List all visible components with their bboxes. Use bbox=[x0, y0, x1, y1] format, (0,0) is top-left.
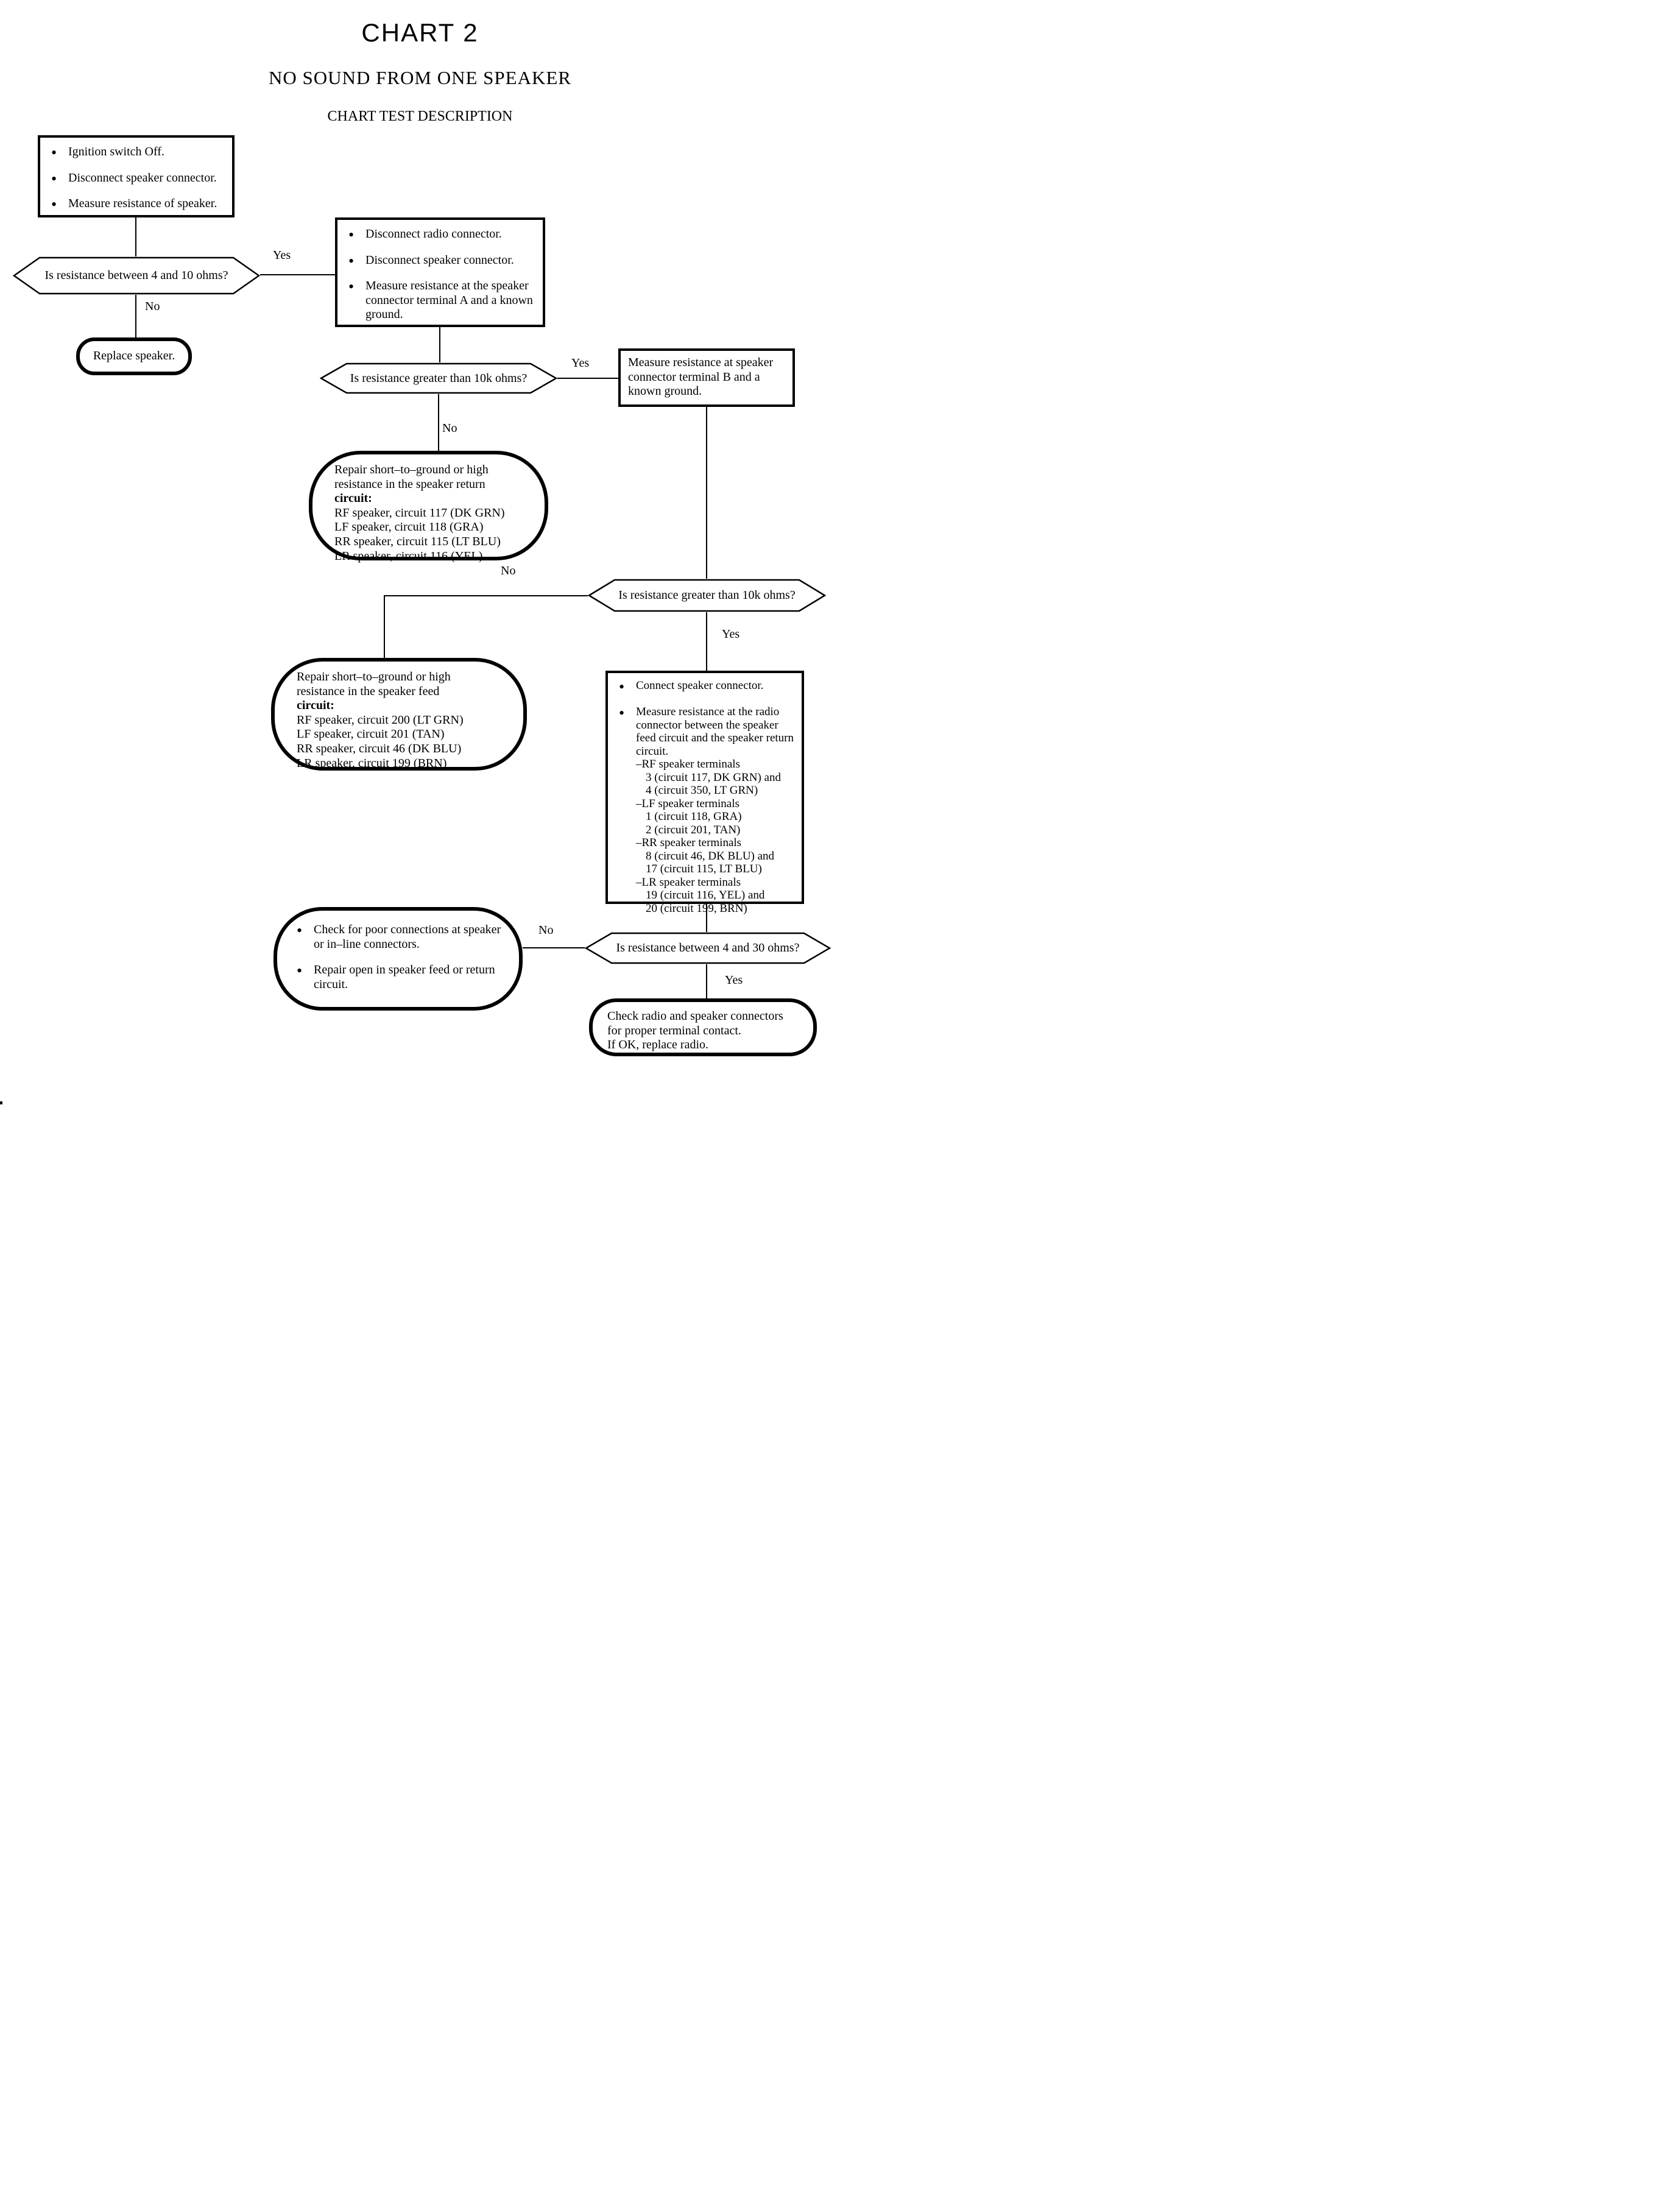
subline: 17 (circuit 115, LT BLU) bbox=[646, 863, 762, 876]
text-line: LF speaker, circuit 201 (TAN) bbox=[297, 727, 445, 741]
subline: –RF speaker terminals bbox=[636, 758, 740, 771]
text-line: RF speaker, circuit 200 (LT GRN) bbox=[297, 713, 464, 727]
text-line: If OK, replace radio. bbox=[607, 1038, 709, 1052]
label-no-q4: No bbox=[538, 923, 554, 937]
decision-resistance-4-30-ohms: Is resistance between 4 and 30 ohms? bbox=[585, 932, 831, 964]
decision-label: Is resistance greater than 10k ohms? bbox=[618, 588, 796, 602]
process-initial-steps: Ignition switch Off. Disconnect speaker c… bbox=[38, 135, 235, 217]
bullet-item: Measure resistance of speaker. bbox=[48, 196, 227, 214]
scan-artifact bbox=[0, 1101, 2, 1104]
bullet-item: Measure resistance at the radio connecto… bbox=[615, 704, 797, 915]
chart-test-description: CHART TEST DESCRIPTION bbox=[327, 108, 513, 124]
connector-q3-no-line-h bbox=[384, 595, 588, 596]
label-yes-q4: Yes bbox=[725, 973, 743, 987]
bullet-item: Check for poor connections at speaker or… bbox=[293, 922, 510, 951]
text-line: RF speaker, circuit 117 (DK GRN) bbox=[334, 506, 505, 520]
hexagon-shape bbox=[13, 256, 260, 295]
text-line: circuit: bbox=[334, 492, 372, 506]
decision-resistance-4-10-ohms: Is resistance between 4 and 10 ohms? bbox=[13, 256, 260, 295]
process-measure-terminal-b: Measure resistance at speaker connector … bbox=[618, 348, 795, 407]
bullet-item: Measure resistance at the speaker connec… bbox=[345, 278, 538, 322]
connector-q2-yes-line bbox=[557, 378, 618, 379]
page-title: CHART 2 bbox=[361, 18, 479, 47]
subline: 3 (circuit 117, DK GRN) and bbox=[646, 771, 781, 784]
text-line: LF speaker, circuit 118 (GRA) bbox=[334, 520, 484, 534]
connector-initial-to-q1 bbox=[135, 217, 136, 256]
hexagon-shape bbox=[588, 579, 826, 612]
subline: –RR speaker terminals bbox=[636, 836, 742, 850]
terminal-label: Replace speaker. bbox=[93, 349, 175, 363]
connector-q3-no-line-v bbox=[384, 595, 385, 658]
label-yes-q3: Yes bbox=[722, 627, 740, 641]
label-no-q1: No bbox=[145, 300, 160, 313]
connector-q1-no-line bbox=[135, 295, 136, 337]
terminal-check-connections: Check for poor connections at speaker or… bbox=[274, 907, 523, 1011]
subline: 2 (circuit 201, TAN) bbox=[646, 823, 741, 836]
subline: 4 (circuit 350, LT GRN) bbox=[646, 784, 758, 797]
subline: 8 (circuit 46, DK BLU) and bbox=[646, 849, 775, 863]
label-yes-q2: Yes bbox=[571, 356, 590, 370]
text-line: Repair short–to–ground or high bbox=[334, 463, 489, 476]
decision-label: Is resistance between 4 and 30 ohms? bbox=[616, 941, 800, 955]
subline: 1 (circuit 118, GRA) bbox=[646, 810, 742, 824]
terminal-replace-speaker: Replace speaker. bbox=[76, 337, 192, 375]
decision-label: Is resistance greater than 10k ohms? bbox=[350, 371, 528, 385]
label-yes-q1: Yes bbox=[273, 249, 291, 262]
connector-q3-yes-line bbox=[706, 612, 707, 671]
text-line: resistance in the speaker feed bbox=[297, 684, 440, 698]
connector-terminalb-to-q3 bbox=[706, 407, 707, 579]
subline: 19 (circuit 116, YEL) and bbox=[646, 889, 765, 902]
process-radio-steps: Disconnect radio connector. Disconnect sp… bbox=[335, 217, 545, 327]
text-line: resistance in the speaker return bbox=[334, 477, 485, 491]
text-line: circuit: bbox=[297, 699, 334, 713]
text-line: RR speaker, circuit 46 (DK BLU) bbox=[297, 741, 462, 755]
text-line: Check radio and speaker connectors bbox=[607, 1009, 783, 1023]
bullet-item: Disconnect speaker connector. bbox=[345, 252, 538, 270]
process-radio-connector-measure: Connect speaker connector. Measure resist… bbox=[605, 671, 804, 915]
subline: –LR speaker terminals bbox=[636, 875, 741, 889]
flowchart-page: CHART 2 NO SOUND FROM ONE SPEAKER CHART … bbox=[0, 0, 840, 1105]
connector-q1-yes-line bbox=[260, 274, 335, 275]
hexagon-shape bbox=[585, 932, 831, 964]
bullet-item: Disconnect radio connector. bbox=[345, 226, 538, 244]
chart-subtitle: NO SOUND FROM ONE SPEAKER bbox=[269, 67, 571, 88]
bullet-item: Connect speaker connector. bbox=[615, 678, 797, 696]
connector-q2-no-line bbox=[438, 394, 439, 451]
hexagon-shape bbox=[320, 362, 557, 394]
bullet-item: Ignition switch Off. bbox=[48, 144, 227, 162]
label-no-q3: No bbox=[501, 564, 516, 577]
decision-return-over-10k-ohms: Is resistance greater than 10k ohms? bbox=[320, 362, 557, 394]
label-no-q2: No bbox=[442, 422, 457, 435]
subline: –LF speaker terminals bbox=[636, 797, 739, 810]
text-line: Repair short–to–ground or high bbox=[297, 670, 451, 683]
bullet-item: Repair open in speaker feed or return ci… bbox=[293, 962, 510, 992]
decision-label: Is resistance between 4 and 10 ohms? bbox=[44, 269, 228, 282]
connector-radiosteps-to-q2 bbox=[439, 327, 440, 362]
connector-q4-yes-line bbox=[706, 964, 707, 998]
text-line: LR speaker, circuit 116 (YEL) bbox=[334, 549, 483, 563]
bullet-item: Disconnect speaker connector. bbox=[48, 170, 227, 188]
text-line: LR speaker, circuit 199 (BRN) bbox=[297, 756, 447, 770]
subline: 20 (circuit 199, BRN) bbox=[646, 902, 747, 915]
decision-feed-over-10k-ohms: Is resistance greater than 10k ohms? bbox=[588, 579, 826, 612]
connector-measure-to-q4 bbox=[706, 904, 707, 932]
text-line: RR speaker, circuit 115 (LT BLU) bbox=[334, 534, 501, 548]
connector-q4-no-line bbox=[523, 947, 585, 948]
text-line: for proper terminal contact. bbox=[607, 1023, 741, 1037]
